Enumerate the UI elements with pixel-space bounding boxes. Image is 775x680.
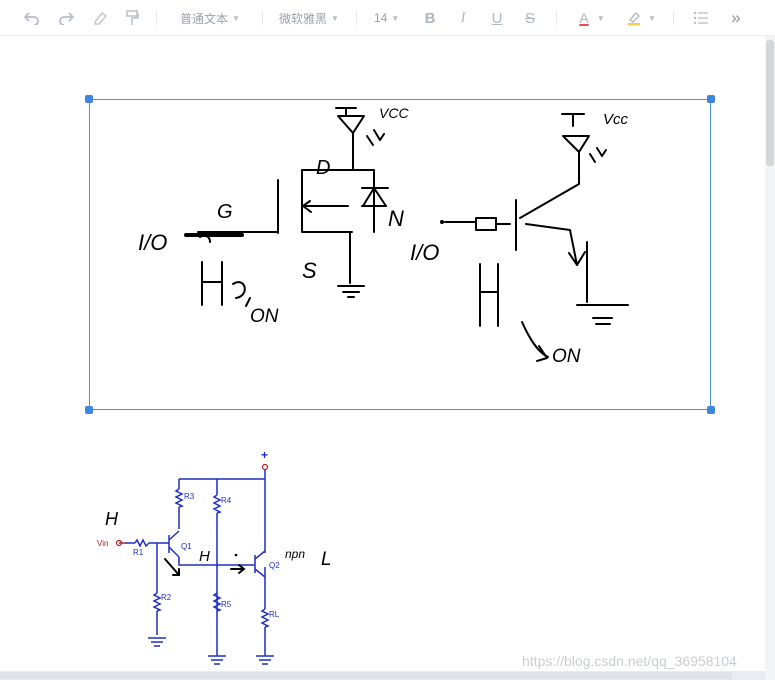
highlight-icon xyxy=(628,11,641,26)
paragraph-style-value: 普通文本 xyxy=(180,11,229,26)
redo-icon[interactable] xyxy=(56,0,76,36)
io-left-label: I/O xyxy=(138,230,167,255)
io-right-label: I/O xyxy=(410,240,439,265)
npn-label: npn xyxy=(285,547,305,561)
q1-label: Q1 xyxy=(181,542,192,551)
more-button[interactable]: » xyxy=(731,8,741,27)
italic-button[interactable]: I xyxy=(460,9,466,26)
n-channel-label: N xyxy=(388,206,404,231)
on-left-label: ON xyxy=(250,306,279,327)
h-right-label: H xyxy=(470,327,471,329)
vertical-scrollbar[interactable] xyxy=(765,36,775,680)
font-family-value: 微软雅黑 xyxy=(279,11,328,26)
vertical-scroll-thumb[interactable] xyxy=(766,40,774,166)
resize-handle-bottom-left[interactable] xyxy=(85,406,93,414)
vcc-left-label: VCC xyxy=(379,105,409,121)
circuit-diagram-image[interactable]: R3 R4 R1 R2 R5 RL Q1 Q2 + Vin H H npn L xyxy=(95,445,355,670)
format-painter-icon[interactable] xyxy=(122,0,142,36)
circuit-diagram: R3 R4 R1 R2 R5 RL Q1 Q2 + Vin H H npn L xyxy=(97,448,332,665)
eraser-icon[interactable] xyxy=(90,0,110,36)
r3-label: R3 xyxy=(184,492,195,501)
l-output-label: L xyxy=(321,549,332,570)
chevron-down-icon: ▼ xyxy=(648,13,656,23)
resize-handle-bottom-right[interactable] xyxy=(707,406,715,414)
font-color-icon: A xyxy=(579,10,589,26)
chevron-down-icon: ▼ xyxy=(596,13,605,23)
sketch-drawing: VCC Vcc D G S N I/O I/O H ON H ON xyxy=(138,105,629,367)
font-color-button[interactable]: A▼ xyxy=(572,0,612,36)
list-icon xyxy=(693,11,708,25)
toolbar-divider xyxy=(156,11,157,25)
source-label: S xyxy=(302,258,317,283)
toolbar-divider xyxy=(556,11,557,25)
font-family-select[interactable]: 微软雅黑▼ xyxy=(279,0,345,36)
font-size-select[interactable]: 14▼ xyxy=(374,0,408,36)
chevron-down-icon: ▼ xyxy=(331,13,339,23)
resize-handle-top-left[interactable] xyxy=(85,95,93,103)
resize-handle-top-right[interactable] xyxy=(707,95,715,103)
q2-label: Q2 xyxy=(269,561,280,570)
toolbar-divider xyxy=(262,11,263,25)
paragraph-style-select[interactable]: 普通文本▼ xyxy=(180,0,250,36)
h-left-label: H xyxy=(190,303,191,305)
on-right-label: ON xyxy=(552,346,581,367)
r5-label: R5 xyxy=(221,600,232,609)
h-mid-label: H xyxy=(199,548,210,565)
r1-label: R1 xyxy=(133,548,144,557)
undo-icon[interactable] xyxy=(22,0,42,36)
horizontal-scroll-thumb[interactable] xyxy=(0,672,732,679)
underline-button[interactable]: U xyxy=(491,9,503,27)
vcc-right-label: Vcc xyxy=(603,111,629,128)
gate-label: G xyxy=(217,201,233,223)
toolbar-divider xyxy=(673,11,674,25)
editor-toolbar: 普通文本▼ 微软雅黑▼ 14▼ B I U S A▼ ▼ » xyxy=(0,0,775,36)
watermark-text: https://blog.csdn.net/qq_36958104 xyxy=(522,653,737,669)
chevron-down-icon: ▼ xyxy=(391,13,400,23)
plus-label: + xyxy=(261,448,268,462)
highlight-button[interactable]: ▼ xyxy=(622,0,660,36)
drain-label: D xyxy=(316,157,330,179)
rl-label: RL xyxy=(269,610,280,619)
r4-label: R4 xyxy=(221,496,232,505)
strikethrough-button[interactable]: S xyxy=(524,9,535,27)
selected-sketch-image[interactable]: VCC Vcc D G S N I/O I/O H ON H ON xyxy=(89,99,711,410)
toolbar-divider xyxy=(356,11,357,25)
font-size-value: 14 xyxy=(374,11,388,25)
list-button[interactable] xyxy=(691,0,711,36)
bold-button[interactable]: B xyxy=(424,9,436,27)
h-input-label: H xyxy=(105,509,119,529)
vin-label: Vin xyxy=(97,539,108,548)
r2-label: R2 xyxy=(161,593,172,602)
chevron-down-icon: ▼ xyxy=(232,13,240,23)
